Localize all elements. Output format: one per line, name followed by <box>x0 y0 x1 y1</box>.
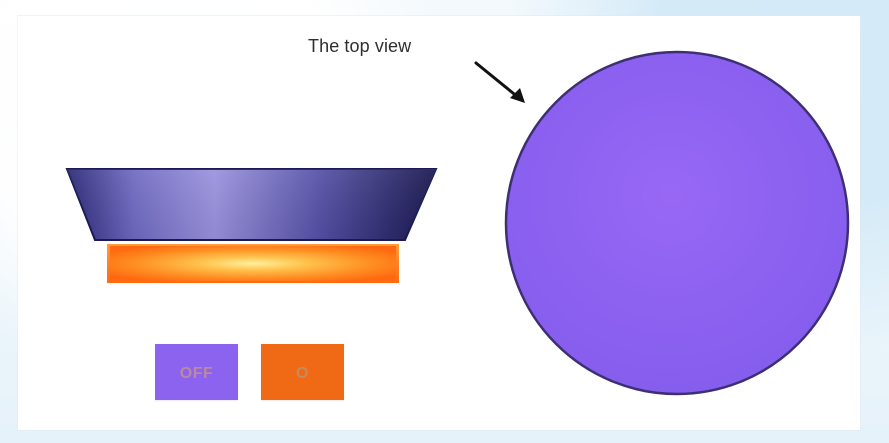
heater-element <box>107 244 399 283</box>
top-view-circle <box>506 52 848 394</box>
on-button[interactable]: O <box>261 344 344 400</box>
off-button-label: OFF <box>180 365 214 382</box>
tray <box>67 169 436 240</box>
top-view-arrow <box>476 63 525 103</box>
off-button[interactable]: OFF <box>155 344 238 400</box>
on-button-label: O <box>296 365 309 382</box>
